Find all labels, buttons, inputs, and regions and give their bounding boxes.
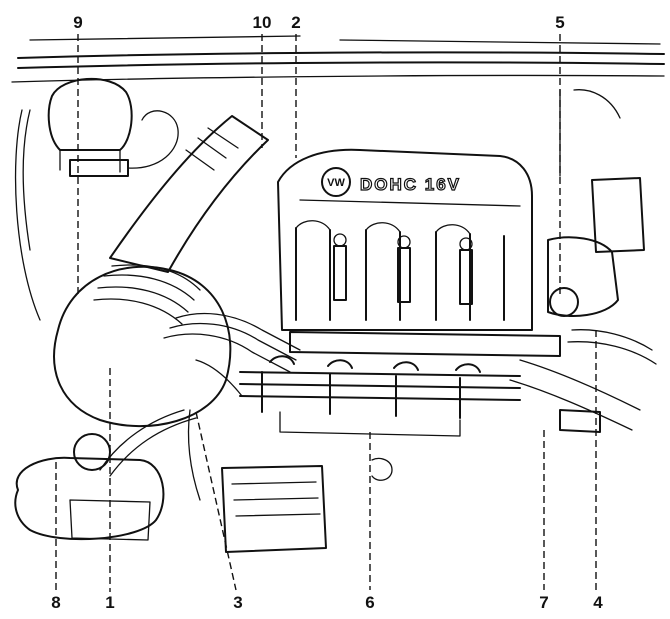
engine-badge-text: DOHC 16V	[360, 175, 461, 194]
throttle-area	[547, 89, 657, 365]
spark-plug-connectors	[333, 233, 473, 305]
coolant-reservoir	[14, 78, 179, 321]
wiring-loom	[163, 312, 641, 431]
callout-4: 4	[593, 593, 603, 612]
callout-6: 6	[365, 593, 374, 612]
callout-2: 2	[291, 13, 300, 32]
callout-8: 8	[51, 593, 60, 612]
callout-1: 1	[105, 593, 114, 612]
intake-manifold	[239, 331, 561, 437]
air-cleaner	[53, 264, 232, 428]
callout-7: 7	[539, 593, 548, 612]
callout-3: 3	[233, 593, 242, 612]
callout-10: 10	[253, 13, 272, 32]
cylinder-head-cover	[277, 148, 533, 331]
callout-5: 5	[555, 13, 564, 32]
callout-9: 9	[73, 13, 82, 32]
body-top-edge	[11, 35, 665, 83]
intake-hose	[109, 115, 269, 273]
leader-lines	[55, 34, 597, 592]
distributor	[14, 409, 197, 541]
lower-bracket	[187, 409, 601, 553]
callout-labels: 9 10 2 5 8 1 3 6 7 4	[51, 13, 603, 612]
brand-mark: VW	[327, 177, 345, 189]
vw-logo-icon	[321, 167, 351, 197]
engine-badge: VW DOHC 16V	[321, 167, 461, 197]
